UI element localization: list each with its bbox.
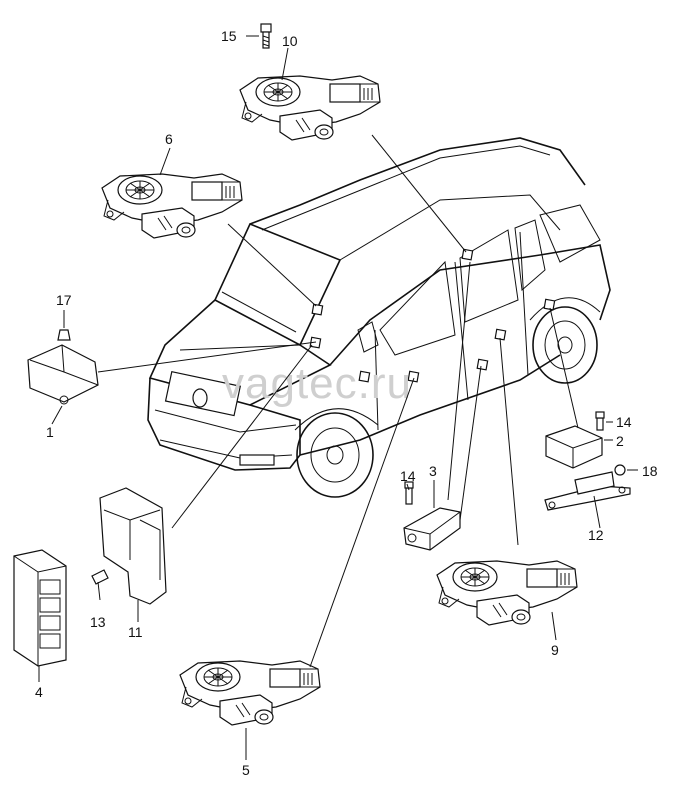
callout-10: 10 <box>282 33 298 49</box>
window-motor-6 <box>101 173 243 239</box>
callout-4: 4 <box>35 684 43 700</box>
nut-18 <box>614 464 626 476</box>
window-motor-9 <box>436 560 578 626</box>
callout-6: 6 <box>165 131 173 147</box>
callout-12: 12 <box>588 527 604 543</box>
control-unit-1 <box>27 329 99 405</box>
callout-13: 13 <box>90 614 106 630</box>
window-motor-10 <box>239 75 381 141</box>
sensor-3 <box>403 481 461 551</box>
leader-lines <box>38 35 638 760</box>
callout-14-center: 14 <box>400 468 416 484</box>
control-unit-2 <box>545 411 605 469</box>
bolt-15 <box>260 23 272 49</box>
callout-15: 15 <box>221 28 237 44</box>
bracket-12 <box>544 471 631 511</box>
callout-18: 18 <box>642 463 658 479</box>
callout-17: 17 <box>56 292 72 308</box>
callout-labels: 15 10 6 17 1 14 2 18 12 3 14 4 13 11 9 5 <box>35 28 658 778</box>
bracket-11 <box>91 487 167 605</box>
callout-2: 2 <box>616 433 624 449</box>
control-module-4 <box>13 549 67 667</box>
callout-11: 11 <box>128 624 143 640</box>
watermark-text: vagtec.ru <box>222 359 412 408</box>
window-motor-5 <box>179 660 321 726</box>
callout-3: 3 <box>429 463 437 479</box>
car-illustration <box>147 137 611 498</box>
callout-14-right: 14 <box>616 414 632 430</box>
callout-5: 5 <box>242 762 250 778</box>
callout-1: 1 <box>46 424 54 440</box>
callout-9: 9 <box>551 642 559 658</box>
